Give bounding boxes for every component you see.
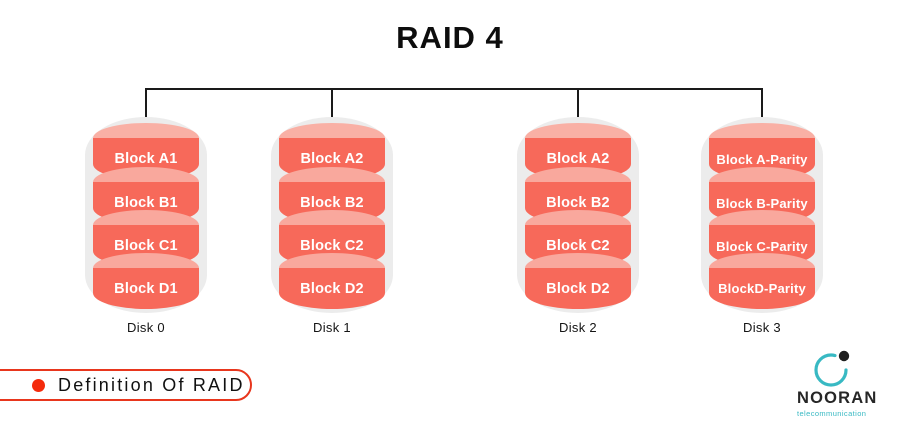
disk-label: Disk 3 xyxy=(743,320,781,335)
block-label: Block D2 xyxy=(546,280,610,297)
connector-drop-disk1 xyxy=(331,88,333,122)
definition-badge: Definition Of RAID xyxy=(0,369,252,401)
disk-label: Disk 1 xyxy=(313,320,351,335)
block-label: Block C-Parity xyxy=(716,238,808,254)
diagram-title: RAID 4 xyxy=(396,20,504,55)
block-label: Block B2 xyxy=(546,195,610,211)
block-label: Block A2 xyxy=(300,151,364,167)
block-segment: Block D1 xyxy=(93,268,199,309)
block-label: Block D2 xyxy=(300,280,364,297)
bullet-dot-icon xyxy=(32,378,45,392)
connector-horizontal-line xyxy=(146,88,762,90)
disk-0: Block A1 Block B1 Block C1 Block D1 Disk… xyxy=(85,117,207,347)
logo-subtitle: telecommunication xyxy=(797,409,867,418)
badge-label: Definition Of RAID xyxy=(58,374,245,395)
connector-drop-disk3 xyxy=(761,88,763,122)
block-label: BlockD-Parity xyxy=(718,281,806,296)
block-label: Block B1 xyxy=(114,195,178,211)
block-label: Block A1 xyxy=(114,151,178,167)
connector-drop-disk2 xyxy=(577,88,579,122)
block-segment: BlockD-Parity xyxy=(709,268,815,309)
block-label: Block C1 xyxy=(114,238,178,254)
nooran-logo: NOORAN telecommunication xyxy=(797,349,887,418)
block-label: Block C2 xyxy=(300,238,364,254)
disk-3: Block A-Parity Block B-Parity Block C-Pa… xyxy=(701,117,823,347)
block-label: Block B-Parity xyxy=(716,195,808,211)
disk-1-cylinder: Block A2 Block B2 Block C2 Block D2 xyxy=(271,117,393,313)
block-label: Block A-Parity xyxy=(716,151,808,167)
block-label: Block D1 xyxy=(114,280,178,297)
disk-3-cylinder: Block A-Parity Block B-Parity Block C-Pa… xyxy=(701,117,823,313)
block-segment: Block D2 xyxy=(525,268,631,309)
block-label: Block A2 xyxy=(546,151,610,167)
block-label: Block C2 xyxy=(546,238,610,254)
disk-2: Block A2 Block B2 Block C2 Block D2 Disk… xyxy=(517,117,639,347)
block-label: Block B2 xyxy=(300,195,364,211)
disk-label: Disk 2 xyxy=(559,320,597,335)
disk-2-cylinder: Block A2 Block B2 Block C2 Block D2 xyxy=(517,117,639,313)
connector-drop-disk0 xyxy=(145,88,147,122)
logo-name: NOORAN xyxy=(797,389,878,407)
disk-0-cylinder: Block A1 Block B1 Block C1 Block D1 xyxy=(85,117,207,313)
disk-1: Block A2 Block B2 Block C2 Block D2 Disk… xyxy=(271,117,393,347)
logo-circle-icon xyxy=(814,350,850,387)
disk-label: Disk 0 xyxy=(127,320,165,335)
block-segment: Block D2 xyxy=(279,268,385,309)
